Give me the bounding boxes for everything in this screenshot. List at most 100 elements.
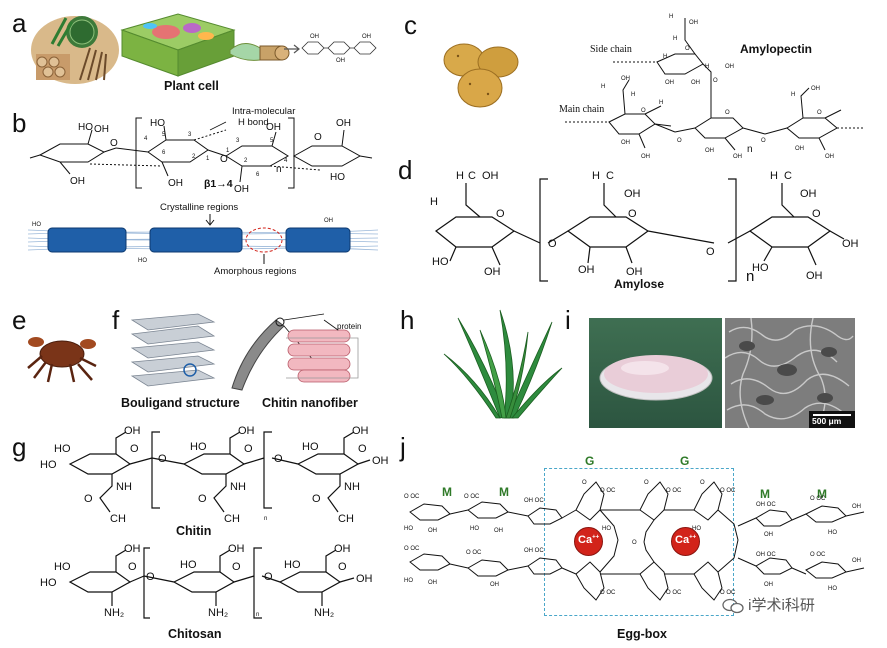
- ring-number: 2: [244, 158, 248, 164]
- ring-number: 6: [162, 150, 166, 156]
- svg-text:OH: OH: [428, 528, 437, 534]
- svg-text:O: O: [220, 154, 228, 165]
- repeat-n: n: [276, 164, 282, 175]
- svg-text:NH₂: NH₂: [104, 607, 124, 619]
- svg-text:O: O: [264, 571, 273, 583]
- hbond-label-line2: H bond: [238, 117, 269, 128]
- svg-text:OH: OH: [665, 80, 674, 86]
- svg-text:C: C: [784, 170, 792, 182]
- svg-text:OH: OH: [228, 543, 245, 555]
- side-chain-label: Side chain: [590, 44, 632, 55]
- bouligand-illustration: [130, 313, 216, 387]
- alginate-film-photo: [589, 318, 722, 428]
- svg-text:OH: OH: [324, 218, 333, 224]
- svg-text:OH OC: OH OC: [756, 502, 776, 508]
- hbond-label-line1: Intra-molecular: [232, 106, 296, 117]
- calcium-charge: ++: [689, 534, 697, 541]
- svg-text:HO: HO: [150, 118, 165, 129]
- svg-text:OH: OH: [310, 34, 319, 40]
- cellulose-structure: HO OH OH O HO OH O OH OH O OH HO 4 5 6 3…: [29, 117, 373, 195]
- main-chain-label: Main chain: [559, 104, 605, 115]
- svg-text:HO: HO: [54, 443, 71, 455]
- crystalline-label: Crystalline regions: [160, 202, 239, 213]
- svg-text:O: O: [817, 110, 822, 116]
- guluronate-label: G: [585, 454, 595, 468]
- chitosan-n: n: [256, 612, 259, 618]
- svg-text:HO: HO: [692, 526, 701, 532]
- chitosan-caption: Chitosan: [168, 627, 222, 641]
- svg-text:CH: CH: [338, 513, 354, 525]
- sem-image: 500 μm: [725, 318, 855, 428]
- svg-text:NH₂: NH₂: [208, 607, 228, 619]
- svg-text:C: C: [606, 170, 614, 182]
- svg-text:O OC: O OC: [666, 590, 682, 596]
- svg-text:HO: HO: [330, 172, 345, 183]
- panel-letter-d: d: [398, 155, 413, 185]
- calcium-ion-label: Ca++: [578, 534, 599, 546]
- svg-text:NH₂: NH₂: [314, 607, 334, 619]
- scale-bar: [813, 414, 851, 416]
- svg-text:OH: OH: [490, 582, 499, 588]
- svg-text:O OC: O OC: [600, 488, 616, 494]
- svg-text:HO: HO: [284, 559, 301, 571]
- svg-text:HO: HO: [602, 526, 611, 532]
- svg-text:OH: OH: [352, 425, 369, 437]
- svg-text:OH: OH: [733, 154, 742, 160]
- svg-text:HO: HO: [432, 256, 449, 268]
- panel-letter-i: i: [565, 305, 571, 335]
- svg-text:OH: OH: [725, 64, 734, 70]
- protein-label: protein: [337, 322, 362, 331]
- beta-linkage-label: β1→4: [204, 178, 233, 190]
- svg-text:O: O: [244, 443, 253, 455]
- calcium-symbol: Ca: [675, 534, 690, 546]
- svg-text:OH: OH: [811, 86, 820, 92]
- svg-text:O: O: [812, 208, 821, 220]
- svg-text:HO: HO: [302, 441, 319, 453]
- svg-text:O OC: O OC: [720, 590, 736, 596]
- svg-text:OH: OH: [234, 184, 249, 195]
- chitin-n: n: [264, 516, 267, 522]
- mannuronate-label: M: [442, 485, 452, 499]
- caption-plant-cell: Plant cell: [164, 79, 219, 93]
- scale-bar-box: 500 μm: [809, 411, 855, 428]
- svg-text:H: H: [631, 92, 635, 98]
- svg-text:O: O: [582, 480, 587, 486]
- panel-letter-f: f: [112, 305, 120, 335]
- svg-text:OH: OH: [621, 140, 630, 146]
- svg-text:HO: HO: [180, 559, 197, 571]
- amylose-n: n: [746, 268, 754, 285]
- mannuronate-label: M: [499, 485, 509, 499]
- svg-text:OH: OH: [238, 425, 255, 437]
- calcium-symbol: Ca: [578, 534, 593, 546]
- svg-text:NH: NH: [344, 481, 360, 493]
- hbond-label: Intra-molecular H bond: [232, 106, 295, 128]
- svg-text:O OC: O OC: [464, 494, 480, 500]
- svg-text:OH: OH: [800, 188, 817, 200]
- svg-text:HO: HO: [752, 262, 769, 274]
- svg-text:O: O: [338, 561, 347, 573]
- svg-text:OH: OH: [626, 266, 643, 278]
- svg-text:OH: OH: [764, 532, 773, 538]
- ring-number: 4: [144, 136, 148, 142]
- svg-text:O: O: [110, 138, 118, 149]
- panel-letter-j: j: [400, 432, 406, 462]
- svg-text:O: O: [644, 480, 649, 486]
- watermark-text: i学术i科研: [748, 597, 815, 614]
- svg-text:O: O: [314, 132, 322, 143]
- ring-number: 3: [236, 138, 240, 144]
- ring-number: 5: [270, 138, 274, 144]
- arrow-icon: [284, 44, 300, 54]
- svg-text:H: H: [601, 84, 605, 90]
- ring-number: 5: [162, 132, 166, 138]
- chitin-caption: Chitin: [176, 524, 212, 538]
- svg-text:H: H: [659, 100, 663, 106]
- svg-text:OH: OH: [482, 170, 499, 182]
- svg-text:OH OC: OH OC: [524, 548, 544, 554]
- scale-bar-label: 500 μm: [812, 416, 842, 426]
- svg-text:O: O: [274, 453, 283, 465]
- svg-text:O OC: O OC: [666, 488, 682, 494]
- svg-text:O: O: [677, 138, 682, 144]
- svg-text:O: O: [628, 208, 637, 220]
